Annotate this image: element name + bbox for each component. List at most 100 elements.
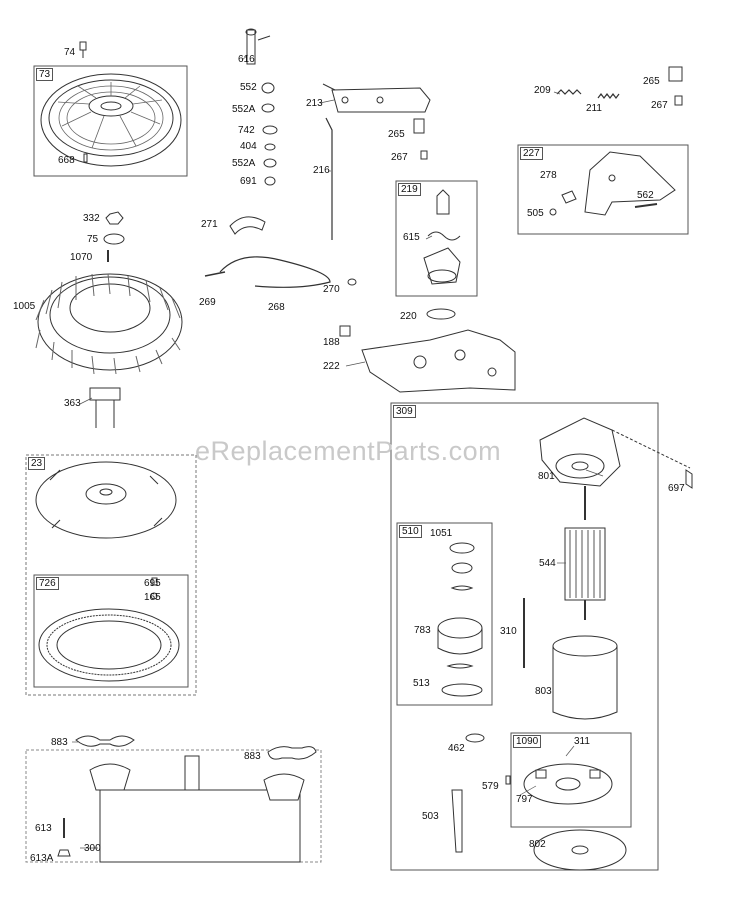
label-211: 211: [586, 103, 602, 114]
part-691: [264, 176, 276, 186]
shaft-616: [245, 28, 271, 65]
label-615: 615: [403, 232, 420, 243]
housing-803: [552, 635, 618, 720]
label-220: 220: [400, 311, 417, 322]
bracket-503: [451, 789, 463, 853]
label-505: 505: [527, 208, 544, 219]
washer-462: [465, 733, 485, 743]
label-802: 802: [529, 839, 546, 850]
box-73: [33, 65, 188, 177]
box-label-309: 309: [393, 405, 416, 418]
label-213: 213: [306, 98, 323, 109]
box-227: [517, 144, 689, 235]
part-220: [426, 308, 456, 320]
screw-695: [151, 577, 158, 586]
clip-165: [150, 592, 158, 600]
box-label-510: 510: [399, 525, 422, 538]
box-510: [396, 522, 493, 706]
label-75: 75: [87, 234, 99, 245]
bolt-188: [339, 325, 351, 337]
bracket-213: [322, 83, 431, 113]
label-268: 268: [268, 302, 285, 313]
box-1090: [510, 732, 632, 828]
part-742: [262, 125, 278, 135]
screw-697: [685, 469, 693, 489]
cable-end-269: [204, 271, 226, 277]
label-332: 332: [83, 213, 100, 224]
label-503: 503: [422, 811, 439, 822]
spring: [450, 585, 474, 591]
clip-270: [347, 278, 357, 286]
label-188: 188: [323, 337, 340, 348]
label-278: 278: [540, 170, 557, 181]
box-label-227: 227: [520, 147, 543, 160]
label-697: 697: [668, 483, 685, 494]
nut-613a: [57, 849, 71, 857]
label-216: 216: [313, 165, 330, 176]
box-726: [33, 574, 189, 688]
spring-211: [597, 93, 620, 99]
label-579: 579: [482, 781, 499, 792]
box-309: [390, 402, 659, 871]
part-265b: [668, 66, 683, 82]
part-265a: [413, 118, 425, 134]
label-165: 165: [144, 592, 161, 603]
ring-gear-726: [38, 608, 180, 682]
label-265-a: 265: [388, 129, 405, 140]
label-695: 695: [144, 578, 161, 589]
box-muffler-area: [25, 749, 322, 863]
label-668: 668: [58, 155, 75, 166]
label-552a-2: 552A: [232, 158, 256, 169]
label-1070: 1070: [70, 252, 93, 263]
part-552a-2: [263, 158, 277, 168]
label-300: 300: [84, 843, 101, 854]
label-310: 310: [500, 626, 517, 637]
nut-332: [105, 211, 124, 225]
label-544: 544: [539, 558, 556, 569]
label-801: 801: [538, 471, 555, 482]
label-562: 562: [637, 190, 654, 201]
brush-plate-1090: [523, 763, 613, 805]
box-label-1090: 1090: [513, 735, 542, 748]
part-513: [441, 663, 483, 697]
label-1005: 1005: [13, 301, 36, 312]
flywheel-1005: [35, 273, 183, 375]
label-552a-1: 552A: [232, 104, 256, 115]
box-23: [25, 454, 197, 696]
screw-74: [79, 41, 87, 58]
box-label-726: 726: [36, 577, 59, 590]
bracket-227: [549, 151, 676, 216]
part-552a-1: [261, 103, 275, 113]
label-691: 691: [240, 176, 257, 187]
label-209: 209: [534, 85, 551, 96]
bracket-222: [361, 329, 516, 393]
gear-783: [437, 617, 483, 655]
box-label-219: 219: [398, 183, 421, 196]
assembly-219: [423, 189, 461, 285]
label-552: 552: [240, 82, 257, 93]
blower-screen-73: [40, 73, 182, 167]
washer-75: [103, 233, 125, 245]
spring-plate: [451, 562, 473, 574]
label-613a: 613A: [30, 853, 54, 864]
label-363: 363: [64, 398, 81, 409]
lever-271: [229, 216, 266, 235]
part-267a: [420, 150, 428, 160]
cable-268: [219, 256, 331, 288]
label-267-b: 267: [651, 100, 668, 111]
label-462: 462: [448, 743, 465, 754]
label-404: 404: [240, 141, 257, 152]
gasket-883-right: [267, 746, 317, 760]
plate-23: [35, 461, 177, 539]
box-label-73: 73: [36, 68, 54, 81]
label-74: 74: [64, 47, 76, 58]
label-742: 742: [238, 125, 255, 136]
spring-209: [556, 89, 582, 95]
part-552: [261, 82, 275, 94]
label-311: 311: [574, 736, 590, 747]
starter-cap-801: [539, 417, 691, 487]
part-579: [505, 775, 511, 785]
label-267-a: 267: [391, 152, 408, 163]
